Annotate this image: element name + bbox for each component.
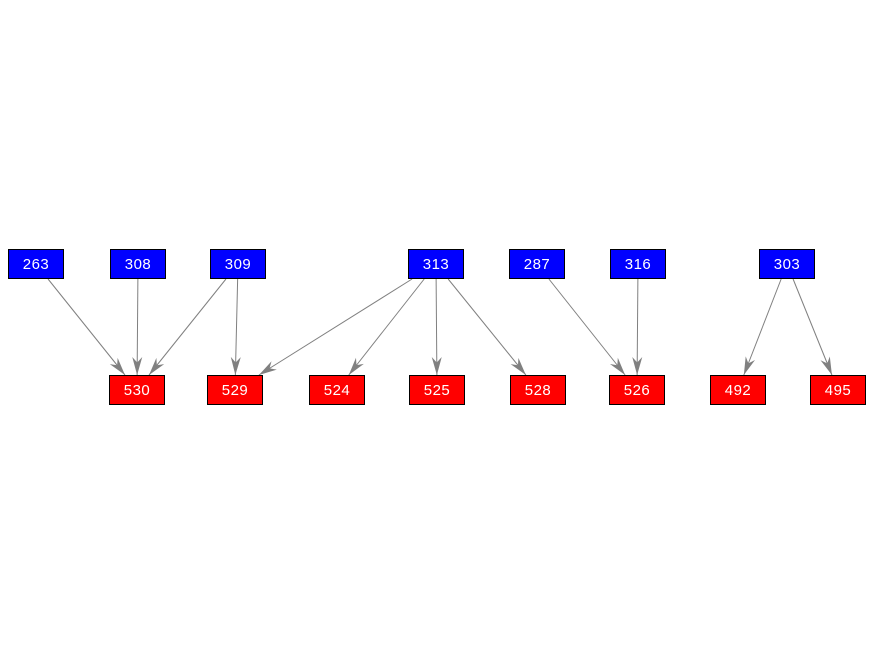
graph-node-303: 303 [759, 249, 815, 279]
graph-node-530: 530 [109, 375, 165, 405]
node-label: 528 [524, 381, 552, 399]
node-label: 287 [523, 255, 551, 273]
graph-node-525: 525 [409, 375, 465, 405]
node-label: 263 [22, 255, 50, 273]
node-label: 529 [221, 381, 249, 399]
edge-263-530 [47, 278, 126, 376]
graph-node-313: 313 [408, 249, 464, 279]
node-label: 308 [124, 255, 152, 273]
node-label: 309 [224, 255, 252, 273]
graph-node-528: 528 [510, 375, 566, 405]
graph-node-492: 492 [710, 375, 766, 405]
edge-309-529 [230, 278, 241, 376]
edge-group [47, 278, 833, 376]
graph-node-526: 526 [609, 375, 665, 405]
node-label: 316 [624, 255, 652, 273]
node-label: 525 [423, 381, 451, 399]
edge-313-525 [431, 278, 442, 376]
edge-313-529 [258, 278, 413, 376]
graph-node-287: 287 [509, 249, 565, 279]
edge-316-526 [632, 278, 643, 376]
node-label: 530 [123, 381, 151, 399]
edge-303-492 [743, 278, 782, 376]
edge-309-530 [148, 278, 227, 376]
graph-node-308: 308 [110, 249, 166, 279]
graph-node-529: 529 [207, 375, 263, 405]
node-label: 492 [724, 381, 752, 399]
node-label: 303 [773, 255, 801, 273]
edge-313-528 [447, 278, 527, 376]
graph-node-263: 263 [8, 249, 64, 279]
node-label: 524 [323, 381, 351, 399]
node-label: 526 [623, 381, 651, 399]
edge-287-526 [548, 278, 626, 376]
graph-node-309: 309 [210, 249, 266, 279]
edge-308-530 [132, 278, 143, 376]
edge-313-524 [348, 278, 425, 376]
node-label: 495 [824, 381, 852, 399]
graph-node-524: 524 [309, 375, 365, 405]
graph-node-316: 316 [610, 249, 666, 279]
node-label: 313 [422, 255, 450, 273]
edge-303-495 [792, 278, 833, 376]
graph-node-495: 495 [810, 375, 866, 405]
